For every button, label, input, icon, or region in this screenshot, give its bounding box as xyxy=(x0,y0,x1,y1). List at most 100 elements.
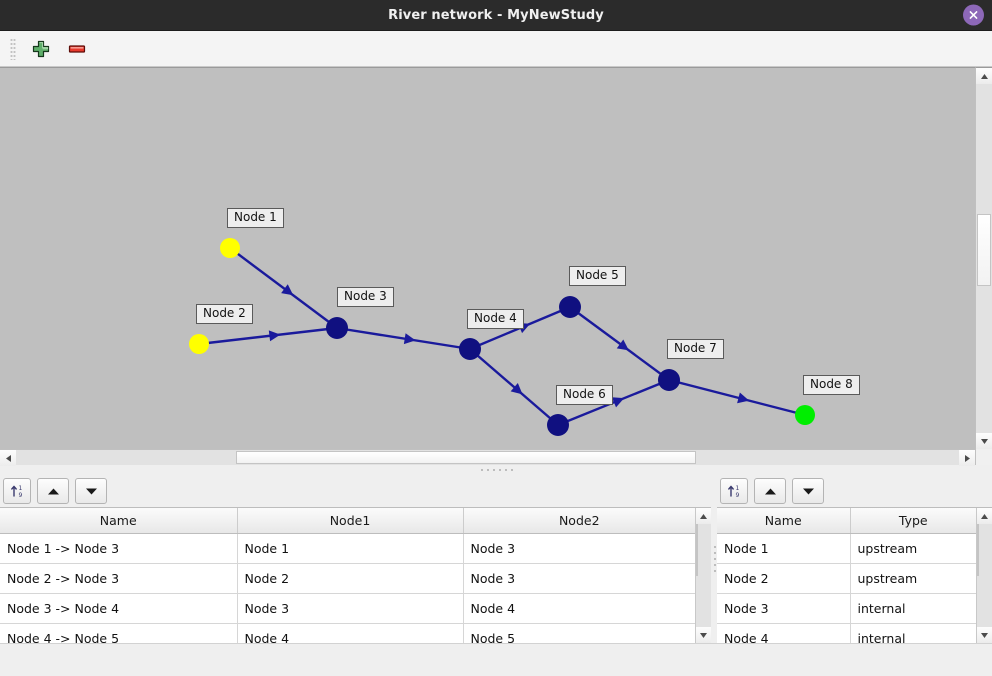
branches-vscroll-track[interactable] xyxy=(696,524,711,627)
table-cell[interactable]: Node 1 xyxy=(237,533,464,564)
scroll-right-button[interactable] xyxy=(959,450,975,466)
graph-node-node-1[interactable] xyxy=(220,238,240,258)
graph-node-node-8[interactable] xyxy=(795,405,815,425)
graph-node-node-6[interactable] xyxy=(547,414,569,436)
close-icon[interactable] xyxy=(963,4,984,26)
vertical-splitter[interactable] xyxy=(711,475,717,643)
arrow-down-icon[interactable] xyxy=(792,478,824,504)
graph-node-label[interactable]: Node 1 xyxy=(227,208,284,228)
nodes-vscroll-track[interactable] xyxy=(977,524,992,627)
canvas-horizontal-scrollbar[interactable] xyxy=(0,449,975,466)
table-cell[interactable]: internal xyxy=(850,623,976,643)
graph-edge[interactable] xyxy=(229,247,338,329)
column-header-name[interactable]: Name xyxy=(0,508,238,534)
table-cell[interactable]: Node 3 xyxy=(237,593,464,624)
nodes-scroll-up-button[interactable] xyxy=(977,508,992,524)
graph-node-label[interactable]: Node 8 xyxy=(803,375,860,395)
graph-node-node-7[interactable] xyxy=(658,369,680,391)
graph-node-node-4[interactable] xyxy=(459,338,481,360)
table-cell[interactable]: internal xyxy=(850,593,976,624)
horizontal-splitter[interactable] xyxy=(0,465,992,475)
table-cell[interactable]: Node 3 -> Node 4 xyxy=(0,593,238,624)
table-cell[interactable]: Node 3 xyxy=(463,563,695,594)
table-cell[interactable]: Node 4 -> Node 5 xyxy=(0,623,238,643)
branches-vertical-scrollbar[interactable] xyxy=(695,508,711,643)
table-cell[interactable]: upstream xyxy=(850,563,976,594)
arrow-up-icon[interactable] xyxy=(37,478,69,504)
add-plus-icon[interactable] xyxy=(30,38,52,60)
table-cell[interactable]: Node 1 xyxy=(717,533,851,564)
graph-node-node-2[interactable] xyxy=(189,334,209,354)
branches-scroll-down-button[interactable] xyxy=(696,627,711,643)
scroll-left-button[interactable] xyxy=(0,450,16,466)
graph-edge[interactable] xyxy=(569,306,670,381)
canvas-vscroll-thumb[interactable] xyxy=(977,214,991,286)
status-bar xyxy=(0,643,992,676)
graph-edge[interactable] xyxy=(198,326,338,346)
table-cell[interactable]: Node 2 -> Node 3 xyxy=(0,563,238,594)
splitter-handle xyxy=(479,468,513,472)
table-cell[interactable]: Node 3 xyxy=(463,533,695,564)
column-header-name[interactable]: Name xyxy=(717,508,851,534)
column-header-node2[interactable]: Node2 xyxy=(463,508,695,534)
nodes-vertical-scrollbar[interactable] xyxy=(976,508,992,643)
graph-edge[interactable] xyxy=(668,378,806,417)
title-bar: River network - MyNewStudy xyxy=(0,0,992,31)
arrow-down-icon[interactable] xyxy=(75,478,107,504)
table-cell[interactable]: Node 4 xyxy=(463,593,695,624)
network-canvas[interactable]: Node 1 Node 2 Node 3 Node 4 Node 5 Node 6 Node… xyxy=(0,67,975,449)
remove-minus-icon[interactable] xyxy=(66,38,88,60)
table-cell[interactable]: Node 4 xyxy=(717,623,851,643)
canvas-vertical-scrollbar[interactable] xyxy=(975,67,992,449)
graph-node-label[interactable]: Node 3 xyxy=(337,287,394,307)
graph-node-label[interactable]: Node 7 xyxy=(667,339,724,359)
table-cell[interactable]: upstream xyxy=(850,533,976,564)
graph-edge-arrow xyxy=(616,339,629,351)
graph-node-label[interactable]: Node 2 xyxy=(196,304,253,324)
arrow-up-icon[interactable] xyxy=(754,478,786,504)
canvas-hscroll-thumb[interactable] xyxy=(236,451,696,464)
graph-node-node-5[interactable] xyxy=(559,296,581,318)
graph-node-label[interactable]: Node 4 xyxy=(467,309,524,329)
graph-node-node-3[interactable] xyxy=(326,317,348,339)
scrollbar-corner xyxy=(975,449,992,465)
branches-vscroll-thumb[interactable] xyxy=(696,524,698,576)
toolbar-grip[interactable] xyxy=(10,37,16,60)
column-header-type[interactable]: Type xyxy=(850,508,976,534)
table-cell[interactable]: Node 4 xyxy=(237,623,464,643)
canvas-vscroll-track[interactable] xyxy=(976,84,992,433)
sort-icon[interactable]: 1 9 xyxy=(3,478,31,504)
scroll-up-button[interactable] xyxy=(976,68,992,84)
graph-node-label[interactable]: Node 6 xyxy=(556,385,613,405)
table-cell[interactable]: Node 2 xyxy=(717,563,851,594)
graph-edge-arrow xyxy=(510,383,523,395)
table-cell[interactable]: Node 3 xyxy=(717,593,851,624)
graph-edge[interactable] xyxy=(469,348,559,426)
table-cell[interactable]: Node 1 -> Node 3 xyxy=(0,533,238,564)
nodes-vscroll-thumb[interactable] xyxy=(977,524,979,576)
sort-icon[interactable]: 1 9 xyxy=(720,478,748,504)
table-cell[interactable]: Node 2 xyxy=(237,563,464,594)
canvas-hscroll-track[interactable] xyxy=(16,450,959,465)
nodes-scroll-down-button[interactable] xyxy=(977,627,992,643)
graph-node-label[interactable]: Node 5 xyxy=(569,266,626,286)
branches-scroll-up-button[interactable] xyxy=(696,508,711,524)
graph-edge[interactable] xyxy=(557,378,670,427)
column-header-node1[interactable]: Node1 xyxy=(237,508,464,534)
graph-edge[interactable] xyxy=(336,326,471,351)
table-cell[interactable]: Node 5 xyxy=(463,623,695,643)
scroll-down-button[interactable] xyxy=(976,433,992,449)
